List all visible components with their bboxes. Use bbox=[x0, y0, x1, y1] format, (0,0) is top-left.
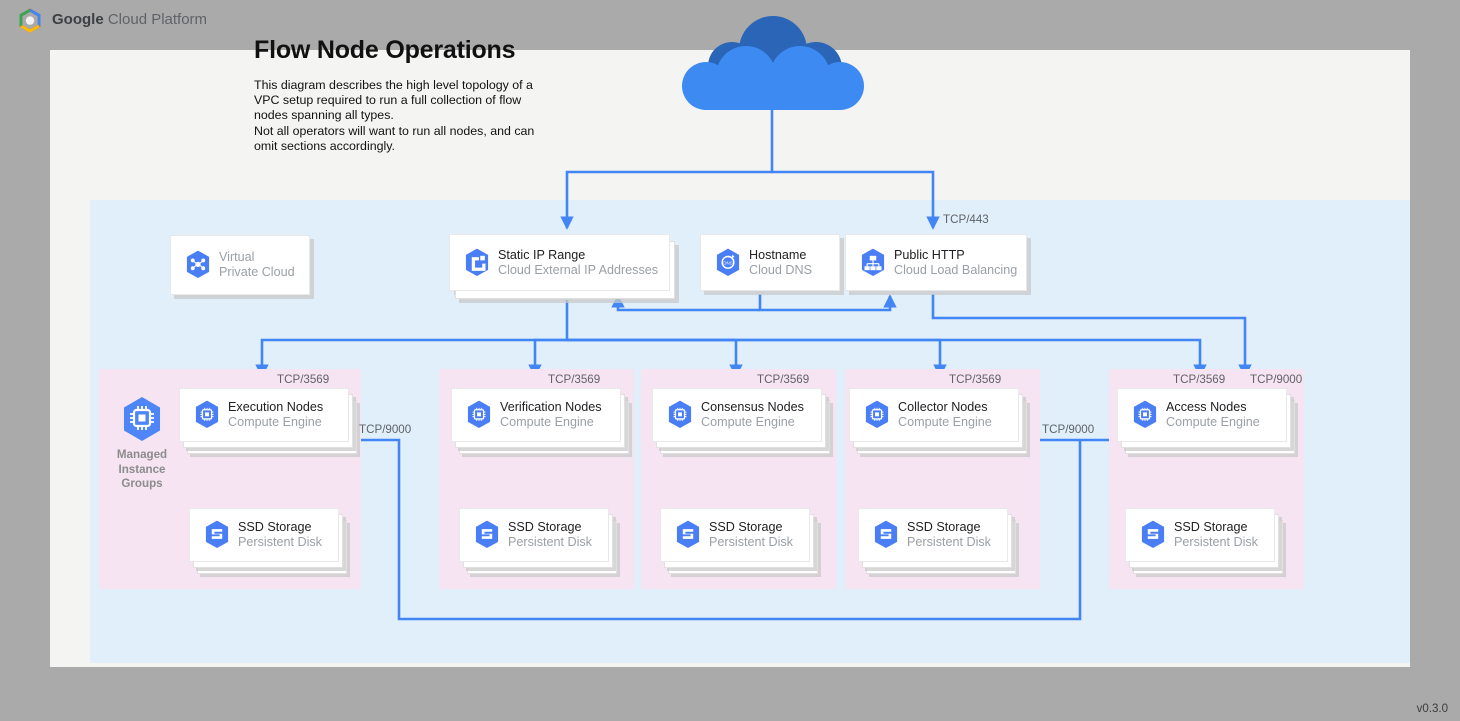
card-title-collector-storage: SSD Storage bbox=[907, 520, 981, 534]
card-title-consensus-storage: SSD Storage bbox=[709, 520, 783, 534]
persistent-disk-icon bbox=[874, 520, 898, 549]
cloud-external-ip-icon bbox=[465, 248, 489, 276]
card-subtitle-hostname: Cloud DNS bbox=[749, 262, 812, 277]
card-subtitle-execution-storage: Persistent Disk bbox=[238, 535, 322, 549]
port-label-lb-ingress: TCP/443 bbox=[943, 213, 989, 226]
managed-instance-groups-icon bbox=[124, 397, 160, 441]
page-title: Flow Node Operations bbox=[254, 36, 516, 64]
port-label-access-9000: TCP/9000 bbox=[1250, 373, 1303, 386]
card-subtitle-static-ip: Cloud External IP Addresses bbox=[498, 262, 659, 277]
card-title-access-node: Access Nodes bbox=[1166, 400, 1247, 414]
virtual-private-cloud-icon bbox=[186, 250, 210, 279]
card-execution-storage[interactable]: SSD Storage Persistent Disk bbox=[189, 508, 339, 562]
port-label-access-to-collector: TCP/9000 bbox=[1042, 423, 1095, 436]
card-subtitle-verification-node: Compute Engine bbox=[500, 415, 594, 429]
card-subtitle-consensus-storage: Persistent Disk bbox=[709, 535, 793, 549]
card-access-node[interactable]: Access Nodes Compute Engine bbox=[1117, 388, 1287, 442]
compute-engine-icon bbox=[1133, 400, 1157, 429]
card-title-execution-node: Execution Nodes bbox=[228, 400, 324, 414]
card-subtitle-execution-node: Compute Engine bbox=[228, 415, 322, 429]
gcp-brand-rest: Cloud Platform bbox=[103, 11, 208, 28]
card-execution-node[interactable]: Execution Nodes Compute Engine bbox=[179, 388, 349, 442]
card-title-collector-node: Collector Nodes bbox=[898, 400, 988, 414]
gcp-header-bar: Google Cloud Platform bbox=[0, 0, 1460, 50]
compute-engine-icon bbox=[195, 400, 219, 429]
card-virtual-private-cloud[interactable]: Virtual Private Cloud bbox=[170, 235, 310, 295]
card-subtitle-vpc: Private Cloud bbox=[219, 265, 295, 279]
persistent-disk-icon bbox=[1141, 520, 1165, 549]
card-access-storage[interactable]: SSD Storage Persistent Disk bbox=[1125, 508, 1275, 562]
card-title-access-storage: SSD Storage bbox=[1174, 520, 1248, 534]
persistent-disk-icon bbox=[676, 520, 700, 549]
port-label-execution: TCP/3569 bbox=[277, 373, 330, 386]
card-subtitle-verification-storage: Persistent Disk bbox=[508, 535, 592, 549]
card-consensus-storage[interactable]: SSD Storage Persistent Disk bbox=[660, 508, 810, 562]
cloud-load-balancing-icon bbox=[861, 248, 885, 276]
persistent-disk-icon bbox=[205, 520, 229, 549]
card-consensus-node[interactable]: Consensus Nodes Compute Engine bbox=[652, 388, 822, 442]
port-label-access-to-execution: TCP/9000 bbox=[359, 423, 412, 436]
card-title-verification-node: Verification Nodes bbox=[500, 400, 602, 414]
port-label-collector: TCP/3569 bbox=[949, 373, 1002, 386]
card-title-verification-storage: SSD Storage bbox=[508, 520, 582, 534]
card-title-consensus-node: Consensus Nodes bbox=[701, 400, 804, 414]
persistent-disk-icon bbox=[475, 520, 499, 549]
card-title-hostname: Hostname bbox=[749, 247, 807, 262]
card-subtitle-access-node: Compute Engine bbox=[1166, 415, 1260, 429]
card-subtitle-public-http: Cloud Load Balancing bbox=[894, 262, 1018, 277]
card-title-vpc: Virtual bbox=[219, 250, 255, 264]
card-title-static-ip: Static IP Range bbox=[498, 247, 586, 262]
card-public-http-load-balancing[interactable]: Public HTTP Cloud Load Balancing bbox=[845, 234, 1027, 291]
diagram-description: This diagram describes the high level to… bbox=[254, 78, 535, 153]
compute-engine-icon bbox=[865, 400, 889, 429]
gcp-brand-bold: Google bbox=[52, 11, 104, 28]
card-subtitle-access-storage: Persistent Disk bbox=[1174, 535, 1258, 549]
compute-engine-icon bbox=[668, 400, 692, 429]
svg-text:DNS: DNS bbox=[723, 260, 733, 265]
port-label-access: TCP/3569 bbox=[1173, 373, 1226, 386]
card-static-ip-range[interactable]: Static IP Range Cloud External IP Addres… bbox=[449, 234, 670, 291]
cloud-dns-icon: DNS bbox=[716, 248, 740, 276]
card-collector-node[interactable]: Collector Nodes Compute Engine bbox=[849, 388, 1019, 442]
card-hostname-cloud-dns[interactable]: DNS Hostname Cloud DNS bbox=[700, 234, 840, 291]
card-subtitle-collector-node: Compute Engine bbox=[898, 415, 992, 429]
card-subtitle-consensus-node: Compute Engine bbox=[701, 415, 795, 429]
gcp-hexagon-logo-icon bbox=[19, 8, 41, 33]
card-title-execution-storage: SSD Storage bbox=[238, 520, 312, 534]
port-label-consensus: TCP/3569 bbox=[757, 373, 810, 386]
compute-engine-icon bbox=[467, 400, 491, 429]
card-verification-node[interactable]: Verification Nodes Compute Engine bbox=[451, 388, 621, 442]
gcp-brand-title: Google Cloud Platform bbox=[52, 11, 207, 28]
card-title-public-http: Public HTTP bbox=[894, 247, 965, 262]
card-verification-storage[interactable]: SSD Storage Persistent Disk bbox=[459, 508, 609, 562]
port-label-verification: TCP/3569 bbox=[548, 373, 601, 386]
version-label: v0.3.0 bbox=[1416, 703, 1448, 715]
card-collector-storage[interactable]: SSD Storage Persistent Disk bbox=[858, 508, 1008, 562]
internet-cloud-icon bbox=[682, 16, 864, 110]
card-subtitle-collector-storage: Persistent Disk bbox=[907, 535, 991, 549]
